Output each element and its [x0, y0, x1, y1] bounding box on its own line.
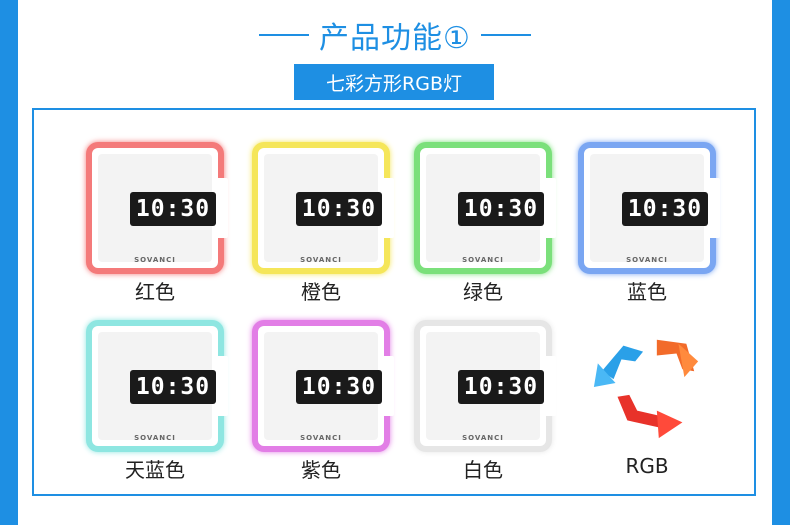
- clock-time: 10:30: [627, 196, 703, 222]
- clock-time: 10:30: [463, 196, 539, 222]
- variant-rgb: RGB: [572, 310, 732, 490]
- clock-time: 10:30: [135, 374, 211, 400]
- clock-brand: SOVANCI: [134, 256, 176, 264]
- clock-time: 10:30: [301, 196, 377, 222]
- variant-label: 蓝色: [627, 280, 667, 304]
- variant-label: 紫色: [301, 458, 341, 482]
- clock-display: 10:30: [458, 192, 544, 226]
- variant-green: 10:30 SOVANCI 绿色: [408, 132, 568, 312]
- clock-display: 10:30: [130, 192, 216, 226]
- clock-side-panel: [706, 178, 720, 238]
- clock-brand: SOVANCI: [626, 256, 668, 264]
- clock-image: 10:30 SOVANCI: [578, 142, 720, 274]
- variant-label: RGB: [625, 454, 669, 478]
- section-title: 产品功能①: [0, 10, 790, 60]
- title-left-line: [259, 34, 310, 36]
- clock-brand: SOVANCI: [300, 434, 342, 442]
- clock-image: 10:30 SOVANCI: [86, 320, 228, 452]
- clock-side-panel: [380, 356, 394, 416]
- rgb-cycle-icon: [593, 339, 699, 439]
- variant-white: 10:30 SOVANCI 白色: [408, 310, 568, 490]
- variant-red: 10:30 SOVANCI 红色: [80, 132, 240, 312]
- clock-brand: SOVANCI: [462, 256, 504, 264]
- page-title: 产品功能①: [319, 21, 471, 56]
- clock-display: 10:30: [458, 370, 544, 404]
- clock-display: 10:30: [296, 370, 382, 404]
- variant-blue: 10:30 SOVANCI 蓝色: [572, 132, 732, 312]
- variant-label: 天蓝色: [125, 458, 185, 482]
- clock-time: 10:30: [463, 374, 539, 400]
- variant-label: 白色: [463, 458, 503, 482]
- variant-orange: 10:30 SOVANCI 橙色: [246, 132, 406, 312]
- clock-image: 10:30 SOVANCI: [252, 320, 394, 452]
- clock-image: 10:30 SOVANCI: [414, 320, 556, 452]
- clock-brand: SOVANCI: [462, 434, 504, 442]
- variant-cyan: 10:30 SOVANCI 天蓝色: [80, 310, 240, 490]
- clock-display: 10:30: [130, 370, 216, 404]
- color-options-panel: 10:30 SOVANCI 红色 10:30 SOVANCI 橙色 10:30 …: [32, 108, 756, 496]
- clock-display: 10:30: [296, 192, 382, 226]
- clock-image: 10:30 SOVANCI: [414, 142, 556, 274]
- clock-time: 10:30: [301, 374, 377, 400]
- clock-image: 10:30 SOVANCI: [252, 142, 394, 274]
- variant-label: 橙色: [301, 280, 341, 304]
- variant-label: 绿色: [463, 280, 503, 304]
- clock-image: 10:30 SOVANCI: [86, 142, 228, 274]
- left-accent-bar: [0, 0, 18, 525]
- clock-display: 10:30: [622, 192, 708, 226]
- clock-side-panel: [214, 356, 228, 416]
- clock-side-panel: [214, 178, 228, 238]
- clock-side-panel: [380, 178, 394, 238]
- variant-label: 红色: [135, 280, 175, 304]
- title-right-line: [480, 34, 531, 36]
- variant-purple: 10:30 SOVANCI 紫色: [246, 310, 406, 490]
- subtitle-badge: 七彩方形RGB灯: [294, 64, 494, 100]
- clock-brand: SOVANCI: [300, 256, 342, 264]
- clock-brand: SOVANCI: [134, 434, 176, 442]
- clock-side-panel: [542, 356, 556, 416]
- clock-side-panel: [542, 178, 556, 238]
- clock-time: 10:30: [135, 196, 211, 222]
- right-accent-bar: [772, 0, 790, 525]
